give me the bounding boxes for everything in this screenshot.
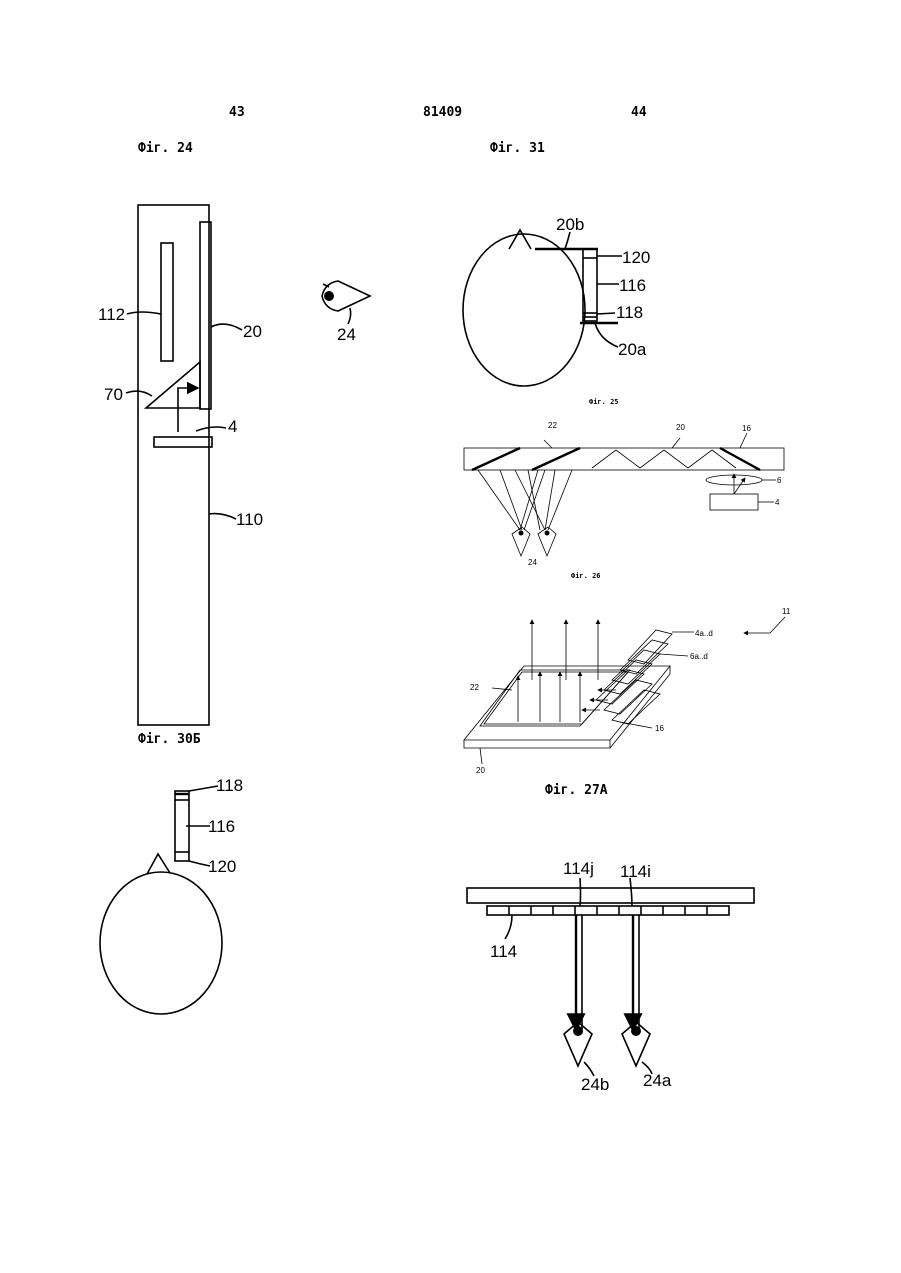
head-ellipse (463, 234, 585, 386)
label-114i: 114i (620, 862, 651, 881)
figure-26: 4a..d 6a..d 22 16 20 11 (464, 607, 791, 775)
label-24: 24 (337, 325, 356, 344)
label-116-30b: 116 (208, 817, 235, 836)
eye-24b-icon (564, 1022, 592, 1066)
leader-20 (211, 324, 242, 330)
label-116: 116 (619, 276, 646, 295)
label-16-fig25: 16 (742, 424, 751, 433)
eye-24a-icon (622, 1022, 650, 1066)
figure-30b: 118 116 120 (100, 776, 243, 1014)
label-4: 4 (228, 417, 237, 436)
prism-70 (146, 362, 200, 408)
element-112 (161, 243, 173, 361)
source-4 (154, 437, 212, 447)
label-20b: 20b (556, 215, 584, 234)
label-11-fig26: 11 (782, 607, 791, 616)
label-6ad: 6a..d (690, 652, 708, 661)
label-20-fig25: 20 (676, 423, 685, 432)
nose-30b (147, 854, 170, 874)
label-114j: 114j (563, 859, 594, 878)
label-20-fig26: 20 (476, 766, 485, 775)
label-70: 70 (104, 385, 123, 404)
label-4-fig25: 4 (775, 498, 780, 507)
figure-31: 20b 120 116 118 20a (463, 215, 650, 386)
figure-27a: 114j 114i 114 24b 24a (467, 859, 754, 1094)
label-24b: 24b (581, 1075, 609, 1094)
label-22-fig25: 22 (548, 421, 557, 430)
label-112: 112 (98, 305, 125, 324)
label-20a: 20a (618, 340, 647, 359)
nose (509, 230, 531, 249)
label-118: 118 (616, 303, 643, 322)
label-120: 120 (622, 248, 650, 267)
waveguide-27a (467, 888, 754, 903)
source-4-fig25 (710, 494, 758, 510)
label-4ad: 4a..d (695, 629, 713, 638)
light-path-arrow (178, 388, 198, 432)
label-24-fig25: 24 (528, 558, 537, 567)
label-120-30b: 120 (208, 857, 236, 876)
label-6-fig25: 6 (777, 476, 782, 485)
label-110: 110 (236, 510, 263, 529)
label-118-30b: 118 (216, 776, 243, 795)
element-array-114 (487, 906, 729, 915)
label-24a: 24a (643, 1071, 672, 1090)
figure-24: 112 20 70 4 110 24 (98, 205, 370, 725)
figure-25: 22 20 16 6 4 24 (464, 421, 784, 567)
label-20: 20 (243, 322, 262, 341)
label-16-fig26: 16 (655, 724, 664, 733)
label-114: 114 (490, 942, 517, 961)
leader-70 (126, 391, 152, 396)
leader-4 (196, 427, 226, 431)
label-22-fig26: 22 (470, 683, 479, 692)
eye-pair-24-icon (512, 527, 556, 556)
eye-24-icon (322, 281, 370, 324)
head-ellipse-30b (100, 872, 222, 1014)
leader-110 (209, 514, 236, 519)
leader-112 (127, 312, 161, 314)
